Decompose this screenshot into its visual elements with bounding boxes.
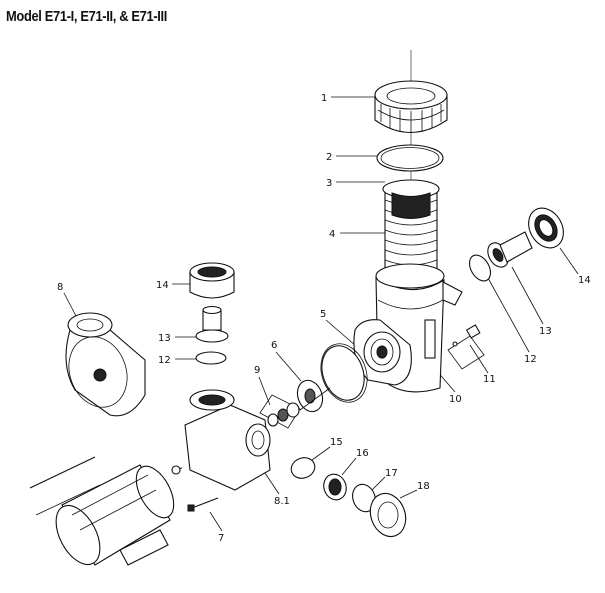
diagram-title: Model E71-I, E71-II, & E71-III <box>6 8 168 25</box>
part-13-right-tailpiece <box>487 231 533 268</box>
through-bolt-guide <box>35 484 101 516</box>
part-5-volute-flange <box>353 319 412 386</box>
callout-8-1: 8.1 <box>274 496 290 507</box>
part-15-gasket <box>290 457 316 479</box>
callout-14-right: 14 <box>578 275 591 286</box>
part-12-right-o-ring <box>468 254 492 282</box>
volute-gasket <box>320 343 368 403</box>
callout-9: 9 <box>254 365 260 376</box>
callout-4: 4 <box>329 229 335 240</box>
callout-12-left: 12 <box>158 355 171 366</box>
part-6-impeller <box>296 379 331 413</box>
callout-16: 16 <box>356 448 369 459</box>
part-8-rear-housing <box>65 312 146 417</box>
callout-1: 1 <box>321 93 327 104</box>
callout-8: 8 <box>57 282 63 293</box>
part-16-seal-plate <box>323 473 347 501</box>
callout-11: 11 <box>483 374 496 385</box>
part-8-1-pump-body <box>184 389 271 491</box>
callout-5: 5 <box>320 309 326 320</box>
callout-labels: 1 2 3 4 5 6 7 8 8.1 9 10 11 12 12 13 13 … <box>57 93 591 544</box>
part-14-left-union-nut <box>189 262 235 299</box>
part-18-union-nut <box>369 492 407 538</box>
callout-3: 3 <box>326 178 332 189</box>
callout-15: 15 <box>330 437 343 448</box>
part-9-seal-assembly <box>259 394 301 429</box>
through-bolt-rod <box>29 456 96 489</box>
part-1-lid-ring <box>374 80 448 134</box>
part-11-drain-plug <box>447 324 485 370</box>
callout-17: 17 <box>385 468 398 479</box>
callout-18: 18 <box>417 481 430 492</box>
part-14-right-union-nut <box>528 207 564 249</box>
part-13-left-tailpiece <box>195 305 229 343</box>
callout-2: 2 <box>326 152 332 163</box>
motor <box>55 464 175 566</box>
part-2-lid-o-ring <box>376 144 444 172</box>
callout-14-left: 14 <box>156 280 169 291</box>
callout-7: 7 <box>218 533 224 544</box>
callout-10: 10 <box>449 394 462 405</box>
part-12-left-o-ring <box>195 351 227 365</box>
callout-13-right: 13 <box>539 326 552 337</box>
callout-13-left: 13 <box>158 333 171 344</box>
callout-12-right: 12 <box>524 354 537 365</box>
part-7-bolts <box>171 465 219 512</box>
diffuser-disc <box>321 345 365 401</box>
part-17-o-ring <box>352 483 376 513</box>
callout-6: 6 <box>271 340 277 351</box>
